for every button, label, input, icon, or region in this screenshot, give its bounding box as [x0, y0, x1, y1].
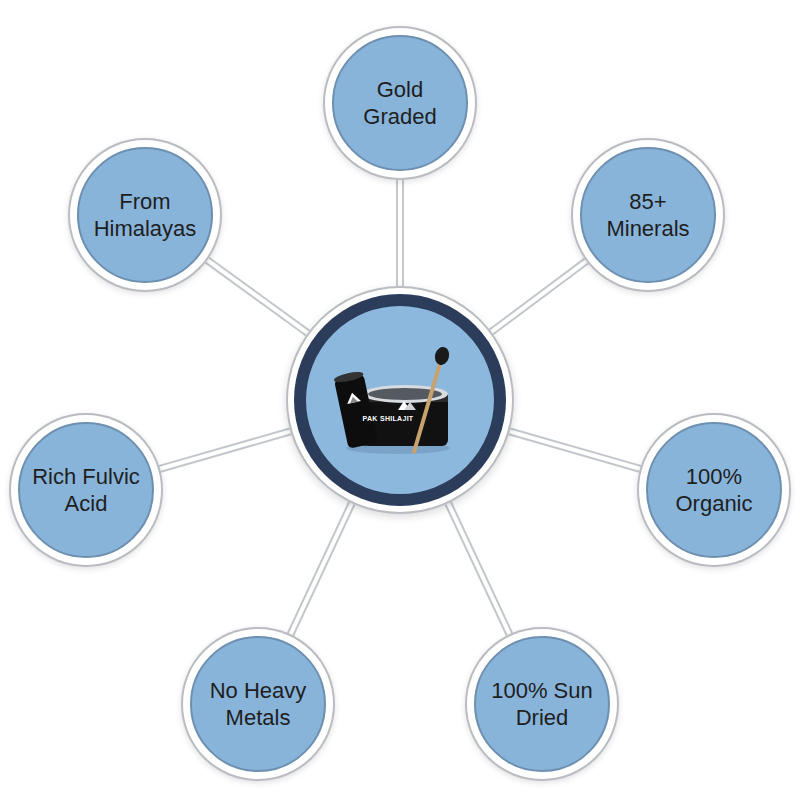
spoke-stroke — [291, 503, 352, 634]
spoke-stroke — [160, 431, 290, 468]
spoke-stroke — [207, 260, 307, 333]
feature-label: 100% Sun Dried — [483, 677, 601, 732]
spoke-stroke — [491, 261, 586, 332]
spoke-connector — [207, 260, 307, 333]
spoke-stroke — [398, 180, 402, 286]
spoke-stroke — [491, 261, 586, 332]
spoke-stroke — [448, 503, 509, 634]
feature-circle: Rich Fulvic Acid — [18, 422, 154, 558]
spoke-stroke — [207, 260, 307, 333]
spoke-connector — [510, 431, 640, 468]
spoke-connector — [160, 431, 290, 468]
feature-circle: 85+ Minerals — [580, 147, 716, 283]
spoke-connector — [400, 180, 401, 286]
feature-label: 85+ Minerals — [589, 188, 707, 243]
feature-circle: No Heavy Metals — [190, 636, 326, 772]
spoke-connector — [448, 503, 509, 634]
feature-label: Rich Fulvic Acid — [27, 463, 145, 518]
spoke-stroke — [396, 180, 404, 286]
feature-label: Gold Graded — [341, 76, 459, 131]
spoke-connector — [291, 503, 352, 634]
spoke-stroke — [160, 431, 290, 468]
product-circle: PAK SHILAJIT — [294, 294, 506, 506]
jar-brand-label: PAK SHILAJIT — [363, 415, 414, 422]
jar-illustration — [306, 306, 494, 494]
feature-label: 100% Organic — [655, 463, 773, 518]
spoke-connector — [491, 261, 586, 332]
spoke-stroke — [510, 431, 640, 468]
spoke-stroke — [291, 503, 352, 634]
feature-label: From Himalayas — [86, 188, 204, 243]
feature-label: No Heavy Metals — [199, 677, 317, 732]
spoke-stroke — [510, 431, 640, 468]
feature-circle: 100% Organic — [646, 422, 782, 558]
feature-circle: 100% Sun Dried — [474, 636, 610, 772]
feature-circle: Gold Graded — [332, 35, 468, 171]
feature-circle: From Himalayas — [77, 147, 213, 283]
spoke-stroke — [448, 503, 509, 634]
